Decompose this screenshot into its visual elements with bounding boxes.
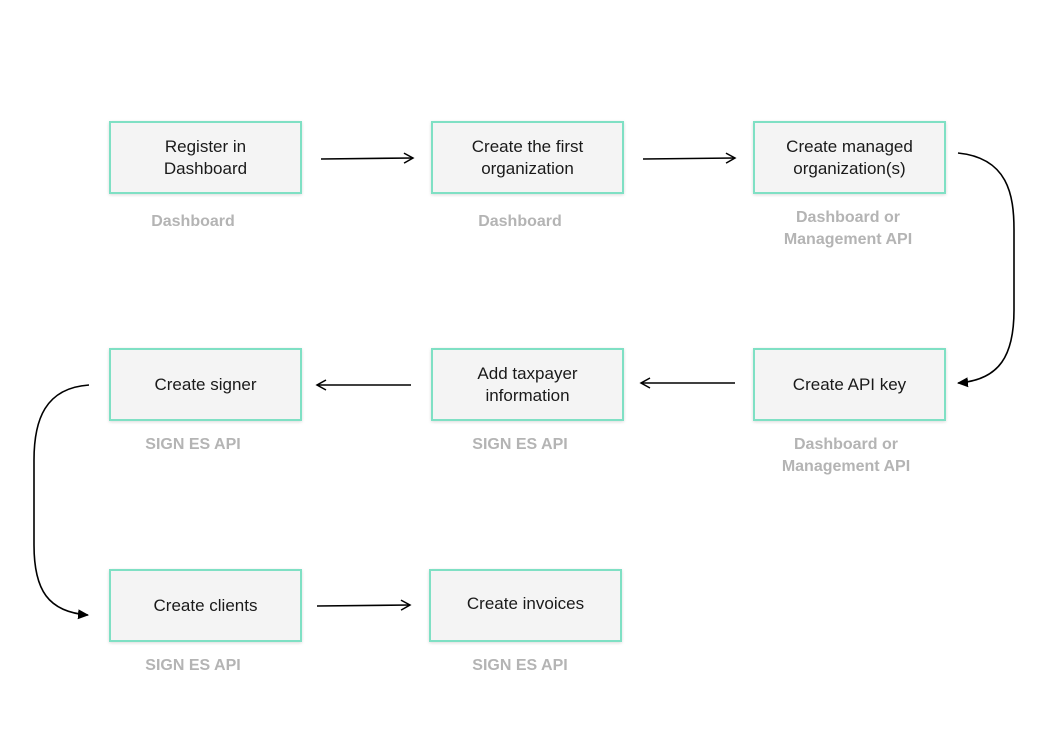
arrow-clients-to-invoices [316, 599, 412, 611]
step-tool-tag: Dashboard [478, 213, 562, 230]
step-tool-tag: Dashboard or Management API [781, 436, 911, 475]
step-tool-tag: SIGN ES API [145, 436, 241, 453]
arrow-managed-org-to-api-key [957, 152, 1015, 388]
step-label: Create managed [786, 136, 913, 156]
step-create-clients: Create clients [109, 569, 302, 642]
step-label: Dashboard [163, 158, 248, 178]
step-tool-tag: Dashboard [151, 213, 235, 230]
step-create-invoices: Create invoices [429, 569, 622, 642]
arrow-register-to-first-org [320, 152, 415, 164]
step-label: Create invoices [466, 594, 585, 613]
step-label: organization(s) [793, 158, 906, 178]
step-create-first-organization: Create the first organization [431, 121, 624, 194]
step-label: Create signer [154, 374, 257, 394]
arrow-first-org-to-managed-org [642, 152, 737, 164]
step-label: Create clients [153, 595, 258, 615]
step-label: organization [481, 158, 574, 178]
step-register-in-dashboard: Register in Dashboard [109, 121, 302, 194]
step-tool-tag: SIGN ES API [472, 657, 568, 674]
step-tool-tag: SIGN ES API [472, 436, 568, 453]
step-tool-tag: Dashboard or Management API [783, 209, 913, 248]
step-create-managed-organizations: Create managed organization(s) [753, 121, 946, 194]
step-label: Create the first [471, 136, 584, 156]
step-label: Create API key [792, 374, 907, 394]
step-label: information [485, 385, 570, 405]
step-add-taxpayer-information: Add taxpayer information [431, 348, 624, 421]
step-create-signer: Create signer [109, 348, 302, 421]
step-label: Add taxpayer [477, 363, 578, 383]
step-label: Register in [164, 136, 247, 156]
step-create-api-key: Create API key [753, 348, 946, 421]
arrow-signer-to-clients [33, 384, 90, 620]
step-tool-tag: SIGN ES API [145, 657, 241, 674]
